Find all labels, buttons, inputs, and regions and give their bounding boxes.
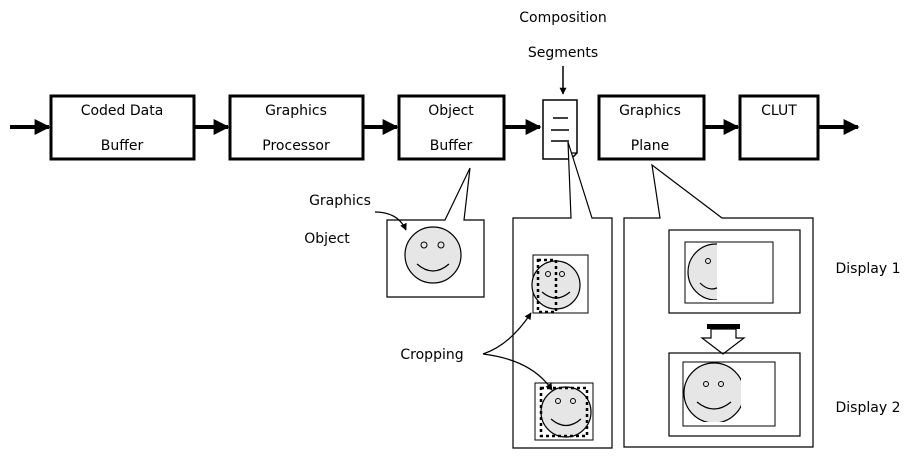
- display-2-screen: [668, 352, 801, 437]
- object-buffer-label-2: Buffer: [430, 138, 473, 154]
- display-1-screen: [668, 229, 801, 314]
- graphics-object-label-1: Graphics: [309, 193, 371, 209]
- graphics-object-label-2: Object: [304, 231, 350, 247]
- display-2-label: Display 2: [836, 400, 901, 416]
- composition-label: Composition: [519, 10, 606, 26]
- object-buffer-block: Object Buffer: [397, 94, 506, 161]
- coded-data-buffer-label-2: Buffer: [101, 138, 144, 154]
- graphics-plane-block: Graphics Plane: [597, 94, 706, 161]
- segments-label: Segments: [528, 45, 598, 61]
- graphics-plane-label-1: Graphics: [619, 103, 681, 119]
- coded-data-buffer-label-1: Coded Data: [81, 103, 164, 119]
- graphics-processor-label-2: Processor: [262, 138, 330, 154]
- composition-segments-doc-icon: [542, 99, 578, 160]
- cropping-arrow-1: [482, 312, 532, 355]
- crop-smiley-1-icon: [531, 254, 589, 314]
- graphics-processor-label-1: Graphics: [265, 103, 327, 119]
- cropping-arrow-2: [482, 353, 553, 391]
- graphics-object-pointer: [374, 211, 407, 231]
- graphics-processor-block: Graphics Processor: [228, 94, 365, 161]
- coded-data-buffer-block: Coded Data Buffer: [49, 94, 196, 161]
- plane-callout: [623, 163, 814, 448]
- clut-label: CLUT: [761, 103, 797, 119]
- crop-smiley-2-icon: [534, 382, 594, 441]
- cropping-label: Cropping: [400, 347, 463, 363]
- transition-arrow-icon: [700, 324, 746, 355]
- clut-block: CLUT: [738, 94, 820, 161]
- graphics-plane-label-2: Plane: [631, 138, 669, 154]
- display-1-label: Display 1: [836, 261, 901, 277]
- object-buffer-label-1: Object: [428, 103, 474, 119]
- graphics-object-smiley-icon: [404, 226, 462, 284]
